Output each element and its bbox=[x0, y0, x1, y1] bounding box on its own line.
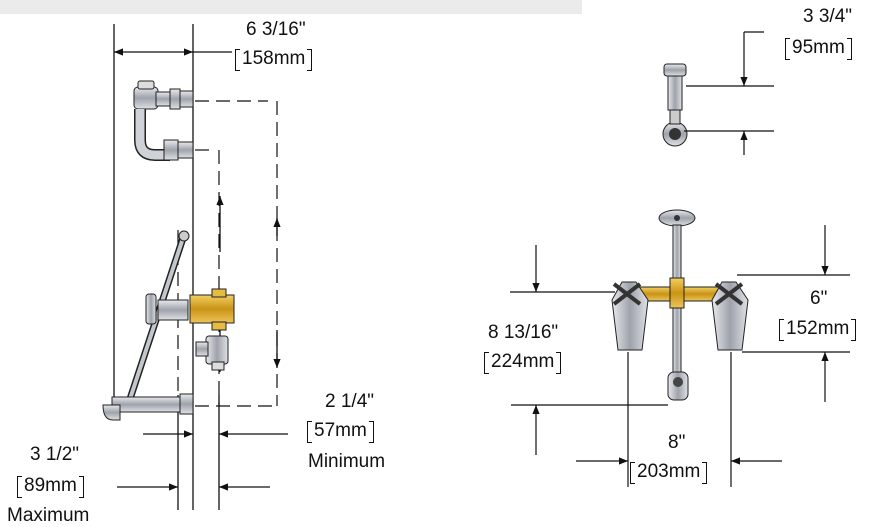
wall-min-note: Minimum bbox=[308, 451, 386, 472]
front-view bbox=[510, 209, 850, 487]
top-view-depth-imperial: 3 3/4" bbox=[803, 6, 853, 27]
wall-max-note: Maximum bbox=[7, 505, 90, 526]
top-width-imperial: 6 3/16" bbox=[246, 19, 306, 40]
wall-max-imperial: 3 1/2" bbox=[30, 444, 80, 465]
front-height-imperial: 8 13/16" bbox=[488, 322, 559, 343]
top-view bbox=[662, 31, 774, 155]
wall-min-metric: 57mm bbox=[307, 420, 374, 443]
centers-imperial: 8" bbox=[668, 432, 686, 453]
front-upper-metric: 152mm bbox=[778, 318, 857, 341]
top-view-depth-metric: 95mm bbox=[785, 37, 852, 60]
top-width-metric: 158mm bbox=[234, 48, 313, 71]
side-faucet bbox=[102, 80, 235, 421]
front-height-metric: 224mm bbox=[483, 351, 562, 374]
wall-min-imperial: 2 1/4" bbox=[325, 391, 375, 412]
wall-max-metric: 89mm bbox=[17, 475, 84, 498]
front-upper-imperial: 6" bbox=[810, 288, 828, 309]
top-bar bbox=[0, 0, 582, 14]
centers-metric: 203mm bbox=[629, 461, 708, 484]
